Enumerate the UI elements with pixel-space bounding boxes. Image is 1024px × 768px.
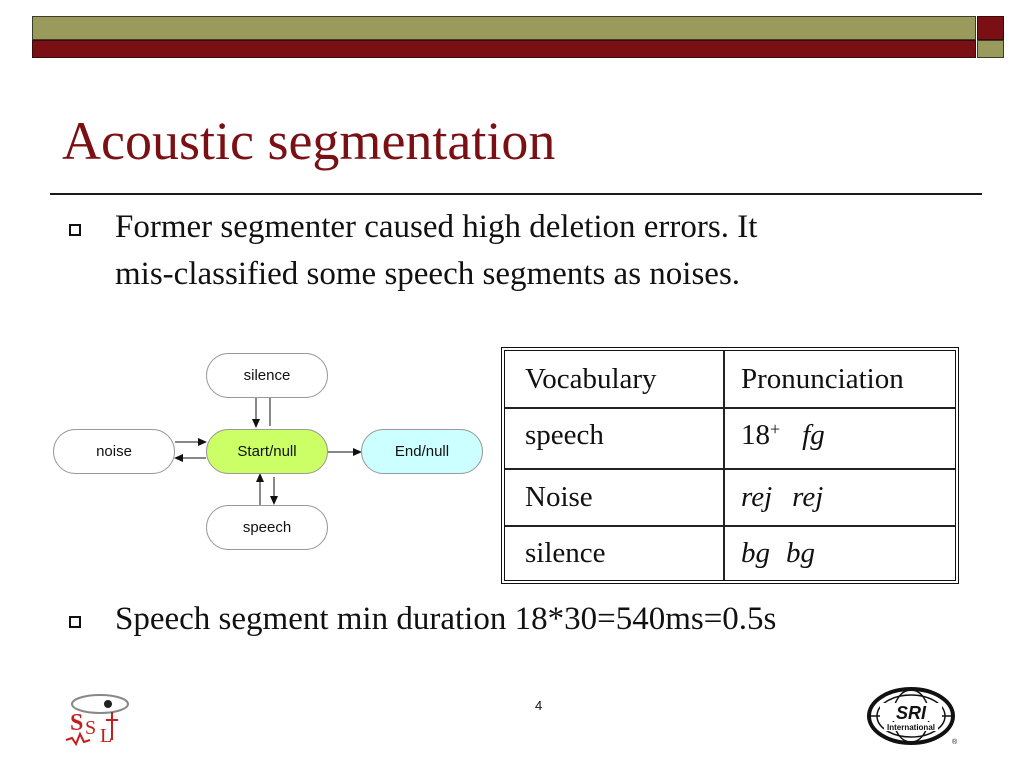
node-end: End/null — [361, 429, 483, 474]
title-rule — [50, 193, 982, 195]
header-corner-square-bottom — [977, 40, 1004, 58]
table-row: speech 18+ fg — [505, 409, 955, 470]
pron-model: rej — [741, 481, 773, 513]
pron-model: fg — [802, 419, 825, 451]
node-noise: noise — [53, 429, 175, 474]
bullet-marker-1 — [69, 224, 81, 236]
node-silence: silence — [206, 353, 328, 398]
slide-title: Acoustic segmentation — [62, 111, 556, 171]
header-corner-square-top — [977, 16, 1004, 40]
header-bar-olive — [32, 16, 976, 40]
svg-text:SRI: SRI — [896, 703, 927, 723]
svg-text:L: L — [100, 725, 112, 747]
bullet-marker-2 — [69, 616, 81, 628]
pron-model: bg — [786, 537, 815, 569]
pron-plus: + — [770, 419, 781, 439]
pron-model: bg — [741, 537, 770, 569]
pron-count: 18 — [741, 419, 770, 451]
bullet-2-line-1: Speech segment min duration 18*30=540ms=… — [115, 601, 777, 637]
node-speech: speech — [206, 505, 328, 550]
node-end-label: End/null — [394, 443, 450, 460]
vocabulary-table: Vocabulary Pronunciation speech 18+ fg No… — [501, 347, 959, 584]
header-vocabulary: Vocabulary — [525, 362, 657, 395]
cell-pronunciation: 18+ fg — [741, 409, 825, 468]
table-header-row: Vocabulary Pronunciation — [505, 351, 955, 409]
header-pronunciation: Pronunciation — [741, 362, 904, 395]
node-noise-label: noise — [96, 443, 132, 460]
node-start: Start/null — [206, 429, 328, 474]
node-start-label: Start/null — [237, 443, 297, 460]
table-column-divider — [723, 351, 725, 580]
node-speech-label: speech — [242, 519, 292, 536]
header-bar-maroon — [32, 40, 976, 58]
bullet-1-line-1: Former segmenter caused high deletion er… — [115, 209, 758, 245]
svg-text:International: International — [887, 723, 935, 732]
cell-vocab: Noise — [525, 481, 593, 513]
svg-text:S: S — [70, 710, 83, 736]
sri-international-logo: SRI International ® — [867, 687, 958, 746]
node-silence-label: silence — [243, 367, 291, 384]
cell-vocab: silence — [525, 537, 606, 569]
pron-model: rej — [792, 481, 824, 513]
cell-vocab: speech — [525, 419, 604, 451]
ssl-logo: S S L — [65, 694, 129, 747]
svg-text:®: ® — [952, 738, 958, 746]
svg-text:S: S — [85, 717, 96, 739]
page-number: 4 — [535, 698, 543, 713]
bullet-1-line-2: mis-classified some speech segments as n… — [115, 256, 741, 292]
